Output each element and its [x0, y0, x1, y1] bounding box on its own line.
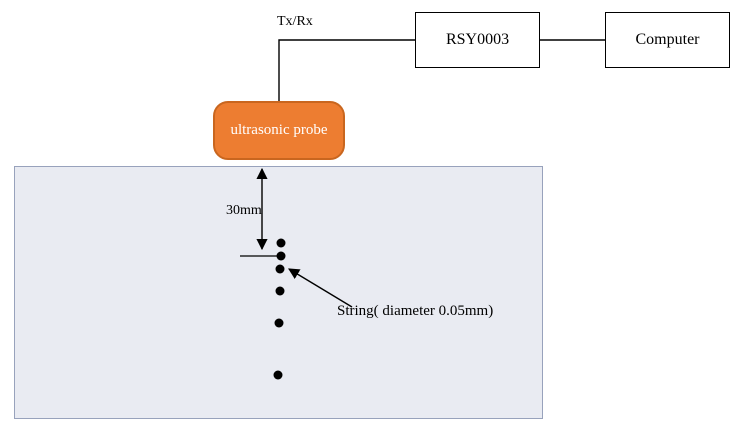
probe-label: ultrasonic probe: [230, 122, 328, 138]
string-target-dot: [273, 370, 283, 380]
instrument-box: RSY0003: [415, 12, 540, 68]
computer-box: Computer: [605, 12, 730, 68]
string-pointer-arrow: [288, 268, 353, 308]
instrument-label: RSY0003: [445, 31, 510, 48]
ultrasonic-probe: ultrasonic probe: [213, 101, 345, 160]
computer-label: Computer: [635, 31, 700, 48]
probe-instrument-cable: [278, 39, 415, 101]
string-target-dot: [275, 286, 285, 296]
string-target-dot: [276, 238, 286, 248]
string-diameter-label: String( diameter 0.05mm): [337, 303, 494, 319]
tx-rx-label: Tx/Rx: [277, 14, 313, 29]
string-targets: [273, 238, 286, 380]
depth-label: 30mm: [226, 203, 262, 218]
string-target-dot: [276, 251, 286, 261]
string-target-dot: [275, 264, 285, 274]
string-target-dot: [274, 318, 284, 328]
